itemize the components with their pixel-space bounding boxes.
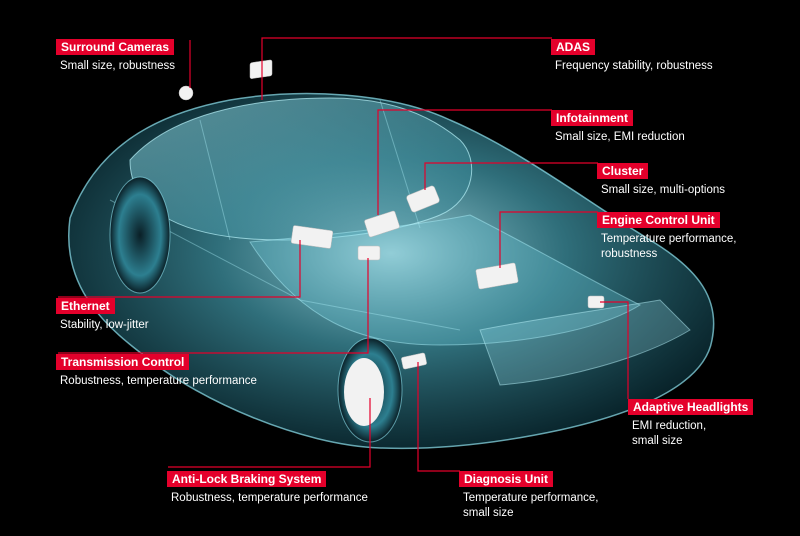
cluster-component	[406, 185, 440, 213]
leader-lines	[58, 37, 629, 472]
ecu-component	[475, 262, 519, 290]
leader-cluster	[424, 162, 598, 190]
callout-transmission-control: Transmission Control Robustness, tempera…	[56, 353, 257, 389]
callout-desc: Frequency stability, robustness	[555, 60, 713, 72]
leader-adas	[261, 37, 552, 100]
callout-desc: Small size, EMI reduction	[555, 131, 685, 143]
leader-diagnosis-unit	[417, 362, 460, 472]
callout-label: Cluster	[597, 163, 649, 179]
leader-engine-control-unit	[499, 211, 598, 268]
callout-label: ADAS	[551, 39, 596, 55]
callout-label: Transmission Control	[56, 354, 190, 370]
wheel-rear	[109, 176, 171, 294]
callout-label: Anti-Lock Braking System	[167, 471, 327, 487]
callout-desc: Temperature performance,	[601, 233, 737, 245]
callout-adaptive-headlights: Adaptive Headlights EMI reduction, small…	[628, 398, 754, 449]
leader-infotainment	[377, 109, 552, 215]
callout-label: Ethernet	[56, 298, 115, 314]
callout-desc: Robustness, temperature performance	[60, 375, 257, 387]
diagnosis-component	[401, 352, 427, 370]
callout-diagnosis-unit: Diagnosis Unit Temperature performance, …	[459, 470, 599, 521]
callout-label: Surround Cameras	[56, 39, 175, 55]
callout-anti-lock-braking-system: Anti-Lock Braking System Robustness, tem…	[167, 470, 368, 506]
callout-desc: small size	[463, 507, 514, 519]
wheel-front	[337, 337, 403, 443]
callout-desc: Stability, low-jitter	[60, 319, 149, 331]
infotainment-component	[364, 210, 400, 238]
callout-label: Engine Control Unit	[597, 212, 720, 228]
car-body	[68, 92, 715, 450]
callout-cluster: Cluster Small size, multi-options	[597, 162, 725, 198]
callout-desc: Small size, multi-options	[601, 184, 725, 196]
leader-adaptive-headlights	[600, 301, 629, 399]
callout-ethernet: Ethernet Stability, low-jitter	[56, 297, 149, 333]
callout-desc: robustness	[601, 248, 658, 260]
callout-label: Infotainment	[551, 110, 633, 126]
callout-adas: ADAS Frequency stability, robustness	[551, 38, 713, 74]
camera-component	[178, 85, 194, 101]
callout-infotainment: Infotainment Small size, EMI reduction	[551, 109, 685, 145]
callout-desc: EMI reduction,	[632, 420, 707, 432]
leader-anti-lock-braking-system	[168, 398, 371, 468]
callout-desc: small size	[632, 435, 683, 447]
callout-label: Adaptive Headlights	[628, 399, 754, 415]
callout-engine-control-unit: Engine Control Unit Temperature performa…	[597, 211, 737, 262]
abs-component	[344, 358, 384, 426]
callout-desc: Robustness, temperature performance	[171, 492, 368, 504]
callout-label: Diagnosis Unit	[459, 471, 554, 487]
transmission-component	[357, 245, 381, 261]
callout-desc: Temperature performance,	[463, 492, 599, 504]
ethernet-component	[290, 225, 334, 249]
leader-ethernet	[58, 240, 301, 298]
callout-surround-cameras: Surround Cameras Small size, robustness	[56, 38, 175, 74]
callout-desc: Small size, robustness	[60, 60, 176, 72]
adas-component	[249, 59, 273, 79]
leader-transmission-control	[58, 258, 369, 354]
